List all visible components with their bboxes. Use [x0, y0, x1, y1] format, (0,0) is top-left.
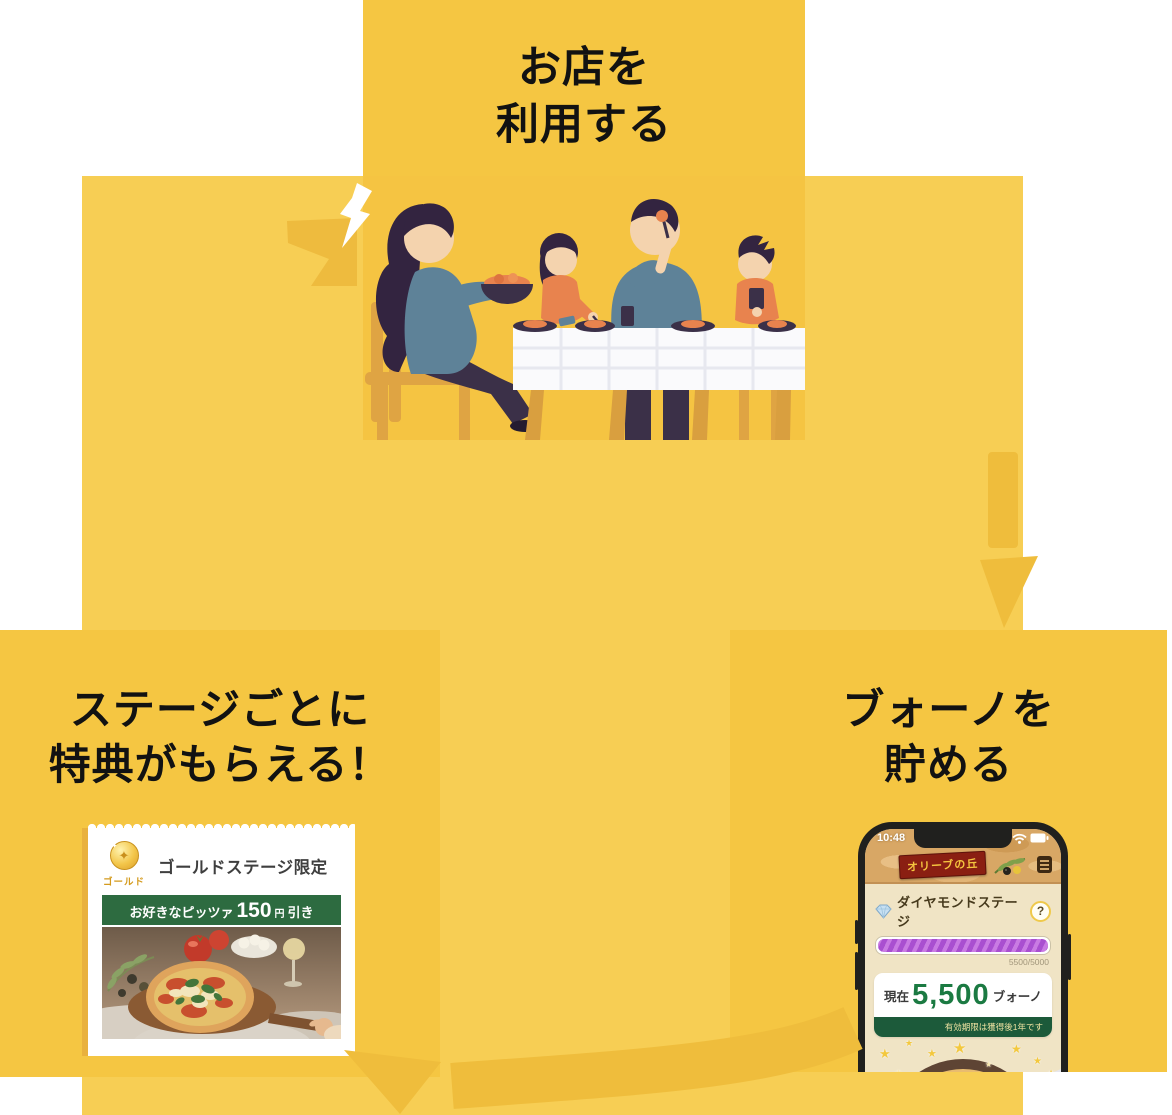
help-icon: ?	[1030, 900, 1051, 922]
star-icon: ★	[905, 1038, 914, 1048]
star-icon: ★	[985, 1060, 993, 1069]
phone-side-button	[855, 920, 858, 944]
coin-star-icon: ✦	[118, 847, 130, 863]
step-title-stage-reward: ステージごとに 特典がもらえる！	[0, 682, 440, 793]
balance-card: 現在 5,500 ブォーノ 有効期限は獲得後1年です	[874, 973, 1052, 1037]
step-card-stage-reward: ステージごとに 特典がもらえる！ ✦ ✦ ゴールド ゴールドステージ限定 お好き…	[0, 630, 440, 1077]
pizza-illustration	[919, 1059, 1061, 1072]
progress-caption: 5500/5000	[1008, 957, 1049, 967]
star-icon: ★	[953, 1040, 967, 1057]
brand-logo: オリーブの丘	[898, 850, 988, 880]
pizza-stars-area: ★ ★ ★ ★ ★ ★ ★ ★ ★ ★ ★	[865, 1037, 1061, 1072]
phone-notch	[914, 829, 1012, 848]
stage-row: ダイヤモンドステージ ?	[865, 884, 1061, 934]
gold-coin-icon: ✦ ✦	[109, 841, 139, 870]
step-title-earn-buono: ブォーノを 貯める	[730, 682, 1167, 793]
step-title-line1: ステージごとに	[69, 686, 371, 733]
phone-screen: 10:48 オリーブの丘	[865, 829, 1061, 1072]
stage-label: ダイヤモンドステージ	[897, 895, 1019, 929]
star-icon: ★	[879, 1046, 891, 1061]
family-dinner-illustration	[363, 176, 805, 440]
app-header: 10:48 オリーブの丘	[865, 829, 1061, 884]
gold-stage-badge: ✦ ✦ ゴールド	[100, 841, 148, 888]
step-title-line1: お店を	[518, 44, 650, 92]
stamp-card-icon	[1037, 856, 1052, 873]
offer-unit: 円	[274, 909, 285, 920]
battery-icon	[1030, 833, 1049, 843]
step-title-line2: 特典がもらえる！	[48, 741, 392, 789]
coupon-title: ゴールドステージ限定	[158, 859, 328, 877]
offer-prefix: お好きなピッツァ	[129, 905, 234, 920]
step-title-line2: 貯める	[883, 741, 1013, 789]
olive-branch-icon	[993, 858, 1025, 875]
status-time: 10:48	[877, 832, 906, 844]
step-card-earn-buono: ブォーノを 貯める 10:48	[730, 630, 1167, 1072]
star-icon: ★	[895, 1069, 902, 1073]
star-icon: ★	[1033, 1056, 1042, 1067]
expiry-note: 有効期限は獲得後1年です	[874, 1017, 1052, 1037]
coupon: ✦ ✦ ゴールド ゴールドステージ限定 お好きなピッツァ 150 円 引き	[82, 823, 355, 1056]
step-card-use-store: お店を 利用する	[363, 0, 805, 440]
step-title-line1: ブォーノを	[842, 686, 1055, 733]
progress-fill	[878, 939, 1048, 952]
step-title-line2: 利用する	[496, 100, 672, 149]
coupon-scallop-edge	[88, 823, 355, 828]
progress-bar	[875, 936, 1051, 955]
coupon-body: ✦ ✦ ゴールド ゴールドステージ限定 お好きなピッツァ 150 円 引き	[88, 823, 355, 1056]
diamond-icon	[875, 904, 892, 919]
star-icon: ★	[927, 1048, 937, 1060]
phone-side-button	[1068, 934, 1071, 980]
coupon-badge-label: ゴールド	[102, 877, 145, 888]
wifi-icon	[1012, 833, 1027, 844]
offer-suffix: 引き	[287, 905, 314, 920]
phone-side-button	[855, 952, 858, 990]
coupon-gold-edge	[82, 828, 88, 1056]
balance-label: 現在	[884, 990, 910, 1004]
offer-amount: 150	[236, 899, 272, 922]
phone-mockup: 10:48 オリーブの丘	[855, 822, 1071, 1072]
balance-value: 5,500	[912, 979, 990, 1011]
star-icon: ★	[1011, 1042, 1022, 1056]
step-title-use-store: お店を 利用する	[363, 40, 805, 154]
coupon-pizza-photo	[102, 927, 341, 1039]
balance-unit: ブォーノ	[992, 990, 1042, 1004]
coin-sparkle-icon: ✦	[111, 843, 118, 850]
star-icon: ★	[1047, 1069, 1055, 1073]
coupon-offer-banner: お好きなピッツァ 150 円 引き	[102, 895, 341, 925]
